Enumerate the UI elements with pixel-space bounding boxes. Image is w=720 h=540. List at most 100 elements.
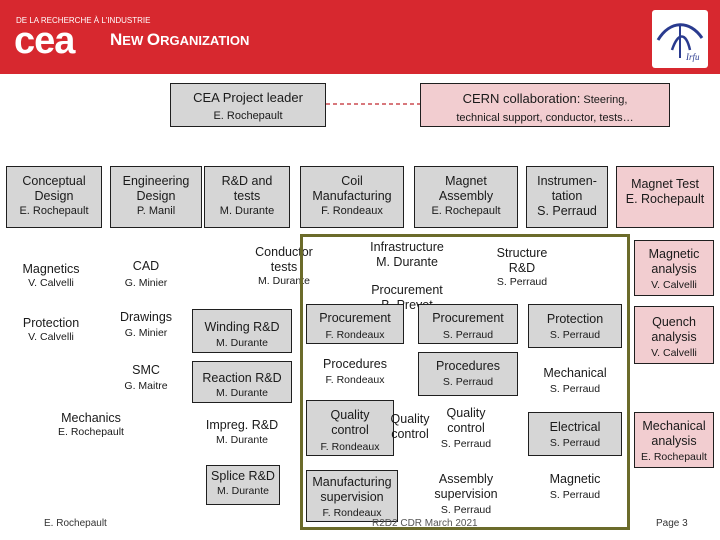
logo-tagline: DE LA RECHERCHE À L'INDUSTRIE <box>16 16 151 25</box>
irfu-logo: Irfu <box>652 10 708 68</box>
mechanics-item: Mechanics E. Rochepault <box>36 411 146 447</box>
asm-procedures-name: S. Perraud <box>442 376 494 388</box>
mechanical-analysis-box: Mechanical analysis E. Rochepault <box>634 412 714 468</box>
infrastructure-item: Infrastructure M. Durante <box>352 240 462 276</box>
structure-title2: R&D <box>508 261 536 275</box>
inst-magnetic-name: S. Perraud <box>549 489 601 501</box>
drawings-name: G. Minier <box>124 327 168 339</box>
inst-electrical-title: Electrical <box>549 420 601 434</box>
coil-procurement-title: Procurement <box>319 311 391 325</box>
magnet-test-name: E. Rochepault <box>625 192 705 206</box>
coil-manufacturing-title1: Manufacturing <box>312 475 392 489</box>
drawings-item: Drawings G. Minier <box>108 310 184 346</box>
rd-name: M. Durante <box>219 205 275 217</box>
splice-name: M. Durante <box>217 485 269 497</box>
inst-electrical-box: Electrical S. Perraud <box>528 412 622 456</box>
asm-supervision-name: S. Perraud <box>440 504 492 516</box>
coil-manufacturing-name: F. Rondeaux <box>322 507 382 519</box>
asm-procedures-title: Procedures <box>436 359 500 373</box>
infrastructure-name: M. Durante <box>376 255 438 269</box>
impreg-name: M. Durante <box>216 434 268 446</box>
asm-quality-title2: control <box>447 421 485 435</box>
instrumentation-title2: tation <box>551 189 583 203</box>
coil-procedures-item: Procedures F. Rondeaux <box>306 357 404 393</box>
structure-name: S. Perraud <box>496 276 548 288</box>
assembly-procedures-box: Procedures S. Perraud <box>418 352 518 396</box>
magnetic-analysis-title1: Magnetic <box>648 247 700 261</box>
quench-analysis-box: Quench analysis V. Calvelli <box>634 306 714 364</box>
assembly-procurement-box: Procurement S. Perraud <box>418 304 518 344</box>
coil-procedures-title: Procedures <box>323 357 387 371</box>
asm-supervision-title1: Assembly <box>438 472 494 486</box>
splice-rd-box: Splice R&D M. Durante <box>206 465 280 505</box>
coil-procurement-box: Procurement F. Rondeaux <box>306 304 404 344</box>
rd-title2: tests <box>233 189 261 203</box>
coil-manufacturing-supervision-box: Manufacturing supervision F. Rondeaux <box>306 470 398 522</box>
footer-page-number: Page 3 <box>656 518 688 529</box>
asm-supervision-title2: supervision <box>434 487 498 501</box>
mechanical-analysis-title1: Mechanical <box>642 419 706 433</box>
engineering-design-box: Engineering Design P. Manil <box>110 166 202 228</box>
coil-procurement-name: F. Rondeaux <box>325 329 385 341</box>
inst-protection-name: S. Perraud <box>549 329 601 341</box>
cad-title: CAD <box>132 259 160 273</box>
irfu-logo-graphic <box>656 23 704 58</box>
instrumentation-name: S. Perraud <box>537 204 597 218</box>
instrumentation-box: Instrumen- tation S. Perraud <box>526 166 608 228</box>
magnet-test-box: Magnet Test E. Rochepault <box>616 166 714 228</box>
instrumentation-title1: Instrumen- <box>537 174 597 188</box>
reaction-title: Reaction R&D <box>202 371 282 385</box>
impreg-title: Impreg. R&D <box>205 418 279 432</box>
conductor-tests-title2: tests <box>270 260 298 274</box>
magnetics-item: Magnetics V. Calvelli <box>8 262 94 298</box>
splice-title: Splice R&D <box>211 469 275 483</box>
infrastructure-title: Infrastructure <box>370 240 444 254</box>
smc-item: SMC G. Maitre <box>108 363 184 399</box>
conductor-tests-name: M. Durante <box>258 275 310 287</box>
inst-mechanical-title: Mechanical <box>543 366 607 380</box>
magnet-assembly-name: E. Rochepault <box>431 205 501 217</box>
inst-magnetic-title: Magnetic <box>549 472 601 486</box>
coil-name: F. Rondeaux <box>321 205 383 217</box>
conceptual-title2: Design <box>34 189 74 203</box>
coil-manufacturing-box: Coil Manufacturing F. Rondeaux <box>300 166 404 228</box>
inst-mechanical-item: Mechanical S. Perraud <box>528 366 622 402</box>
mechanical-analysis-title2: analysis <box>651 434 697 448</box>
cad-item: CAD G. Minier <box>108 259 184 295</box>
protection-name: V. Calvelli <box>28 331 74 343</box>
quench-analysis-title2: analysis <box>651 330 697 344</box>
cea-logo: cea <box>14 20 75 62</box>
winding-title: Winding R&D <box>204 320 280 334</box>
magnetic-analysis-title2: analysis <box>651 262 697 276</box>
smc-title: SMC <box>132 363 160 377</box>
smc-name: G. Maitre <box>124 380 168 392</box>
coil-procedures-name: F. Rondeaux <box>325 374 385 386</box>
conductor-tests-item: Conductor tests M. Durante <box>244 245 324 295</box>
magnetics-name: V. Calvelli <box>28 277 74 289</box>
mechanics-name: E. Rochepault <box>58 426 124 438</box>
rd-title1: R&D and <box>221 174 273 188</box>
drawings-title: Drawings <box>119 310 173 324</box>
olive-frame <box>300 234 630 530</box>
engineering-title1: Engineering <box>122 174 190 188</box>
project-leader-title: CEA Project leader <box>193 90 303 105</box>
winding-rd-box: Winding R&D M. Durante <box>192 309 292 353</box>
engineering-name: P. Manil <box>136 205 176 217</box>
coil-quality-name: F. Rondeaux <box>320 441 380 453</box>
coil-quality-title2: control <box>331 423 369 437</box>
project-leader-name: E. Rochepault <box>213 110 283 122</box>
footer-center: R2D2 CDR March 2021 <box>372 518 478 529</box>
magnet-assembly-box: Magnet Assembly E. Rochepault <box>414 166 518 228</box>
assembly-quality-item: Quality control S. Perraud <box>418 406 514 456</box>
reaction-name: M. Durante <box>216 387 268 399</box>
coil-quality-title1: Quality <box>330 408 370 422</box>
conceptual-name: E. Rochepault <box>19 205 89 217</box>
conceptual-design-box: Conceptual Design E. Rochepault <box>6 166 102 228</box>
cern-title: CERN collaboration: <box>462 91 581 106</box>
asm-quality-title1: Quality <box>446 406 486 420</box>
impreg-rd-item: Impreg. R&D M. Durante <box>192 418 292 454</box>
coil-quality-box: Quality control F. Rondeaux <box>306 400 394 456</box>
cern-collaboration-box: CERN collaboration: Steering, technical … <box>420 83 670 127</box>
quality-overlay-title1: Quality <box>390 412 430 426</box>
assembly-supervision-item: Assembly supervision S. Perraud <box>418 472 514 522</box>
